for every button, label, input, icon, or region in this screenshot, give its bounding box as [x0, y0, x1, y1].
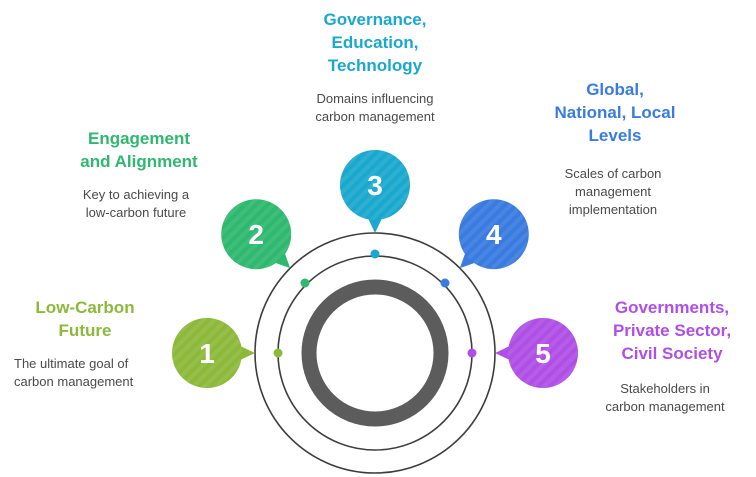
item-2-ring-marker [300, 278, 310, 288]
outer-ring [254, 232, 496, 474]
item-5-bubble: 5 [495, 318, 578, 388]
item-2-bubble-texture [221, 199, 292, 270]
item-2-number: 2 [248, 219, 264, 250]
center-rings [254, 232, 496, 474]
item-1-bubble-texture [172, 318, 242, 388]
item-1-bubble: 1 [172, 318, 255, 388]
item-3-bubble: 3 [340, 150, 410, 233]
item-1-ring-marker [273, 348, 283, 358]
item-4-ring-marker [440, 278, 450, 288]
item-5-ring-marker [467, 348, 477, 358]
item-4-bubble: 4 [458, 199, 529, 270]
item-2-bubble: 2 [221, 199, 292, 270]
item-3-number: 3 [367, 170, 383, 201]
item-5-title: Governments,Private Sector,Civil Society [612, 298, 732, 363]
item-4-bubble-texture [458, 199, 529, 270]
core-ring [301, 279, 449, 427]
item-3-title: Governance,Education,Technology [323, 10, 427, 75]
item-5-number: 5 [535, 338, 551, 369]
item-3-ring-marker [370, 249, 380, 259]
item-5-bubble-texture [508, 318, 578, 388]
item-3-bubble-texture [340, 150, 410, 220]
item-4-number: 4 [486, 219, 502, 250]
item-1-number: 1 [199, 338, 215, 369]
